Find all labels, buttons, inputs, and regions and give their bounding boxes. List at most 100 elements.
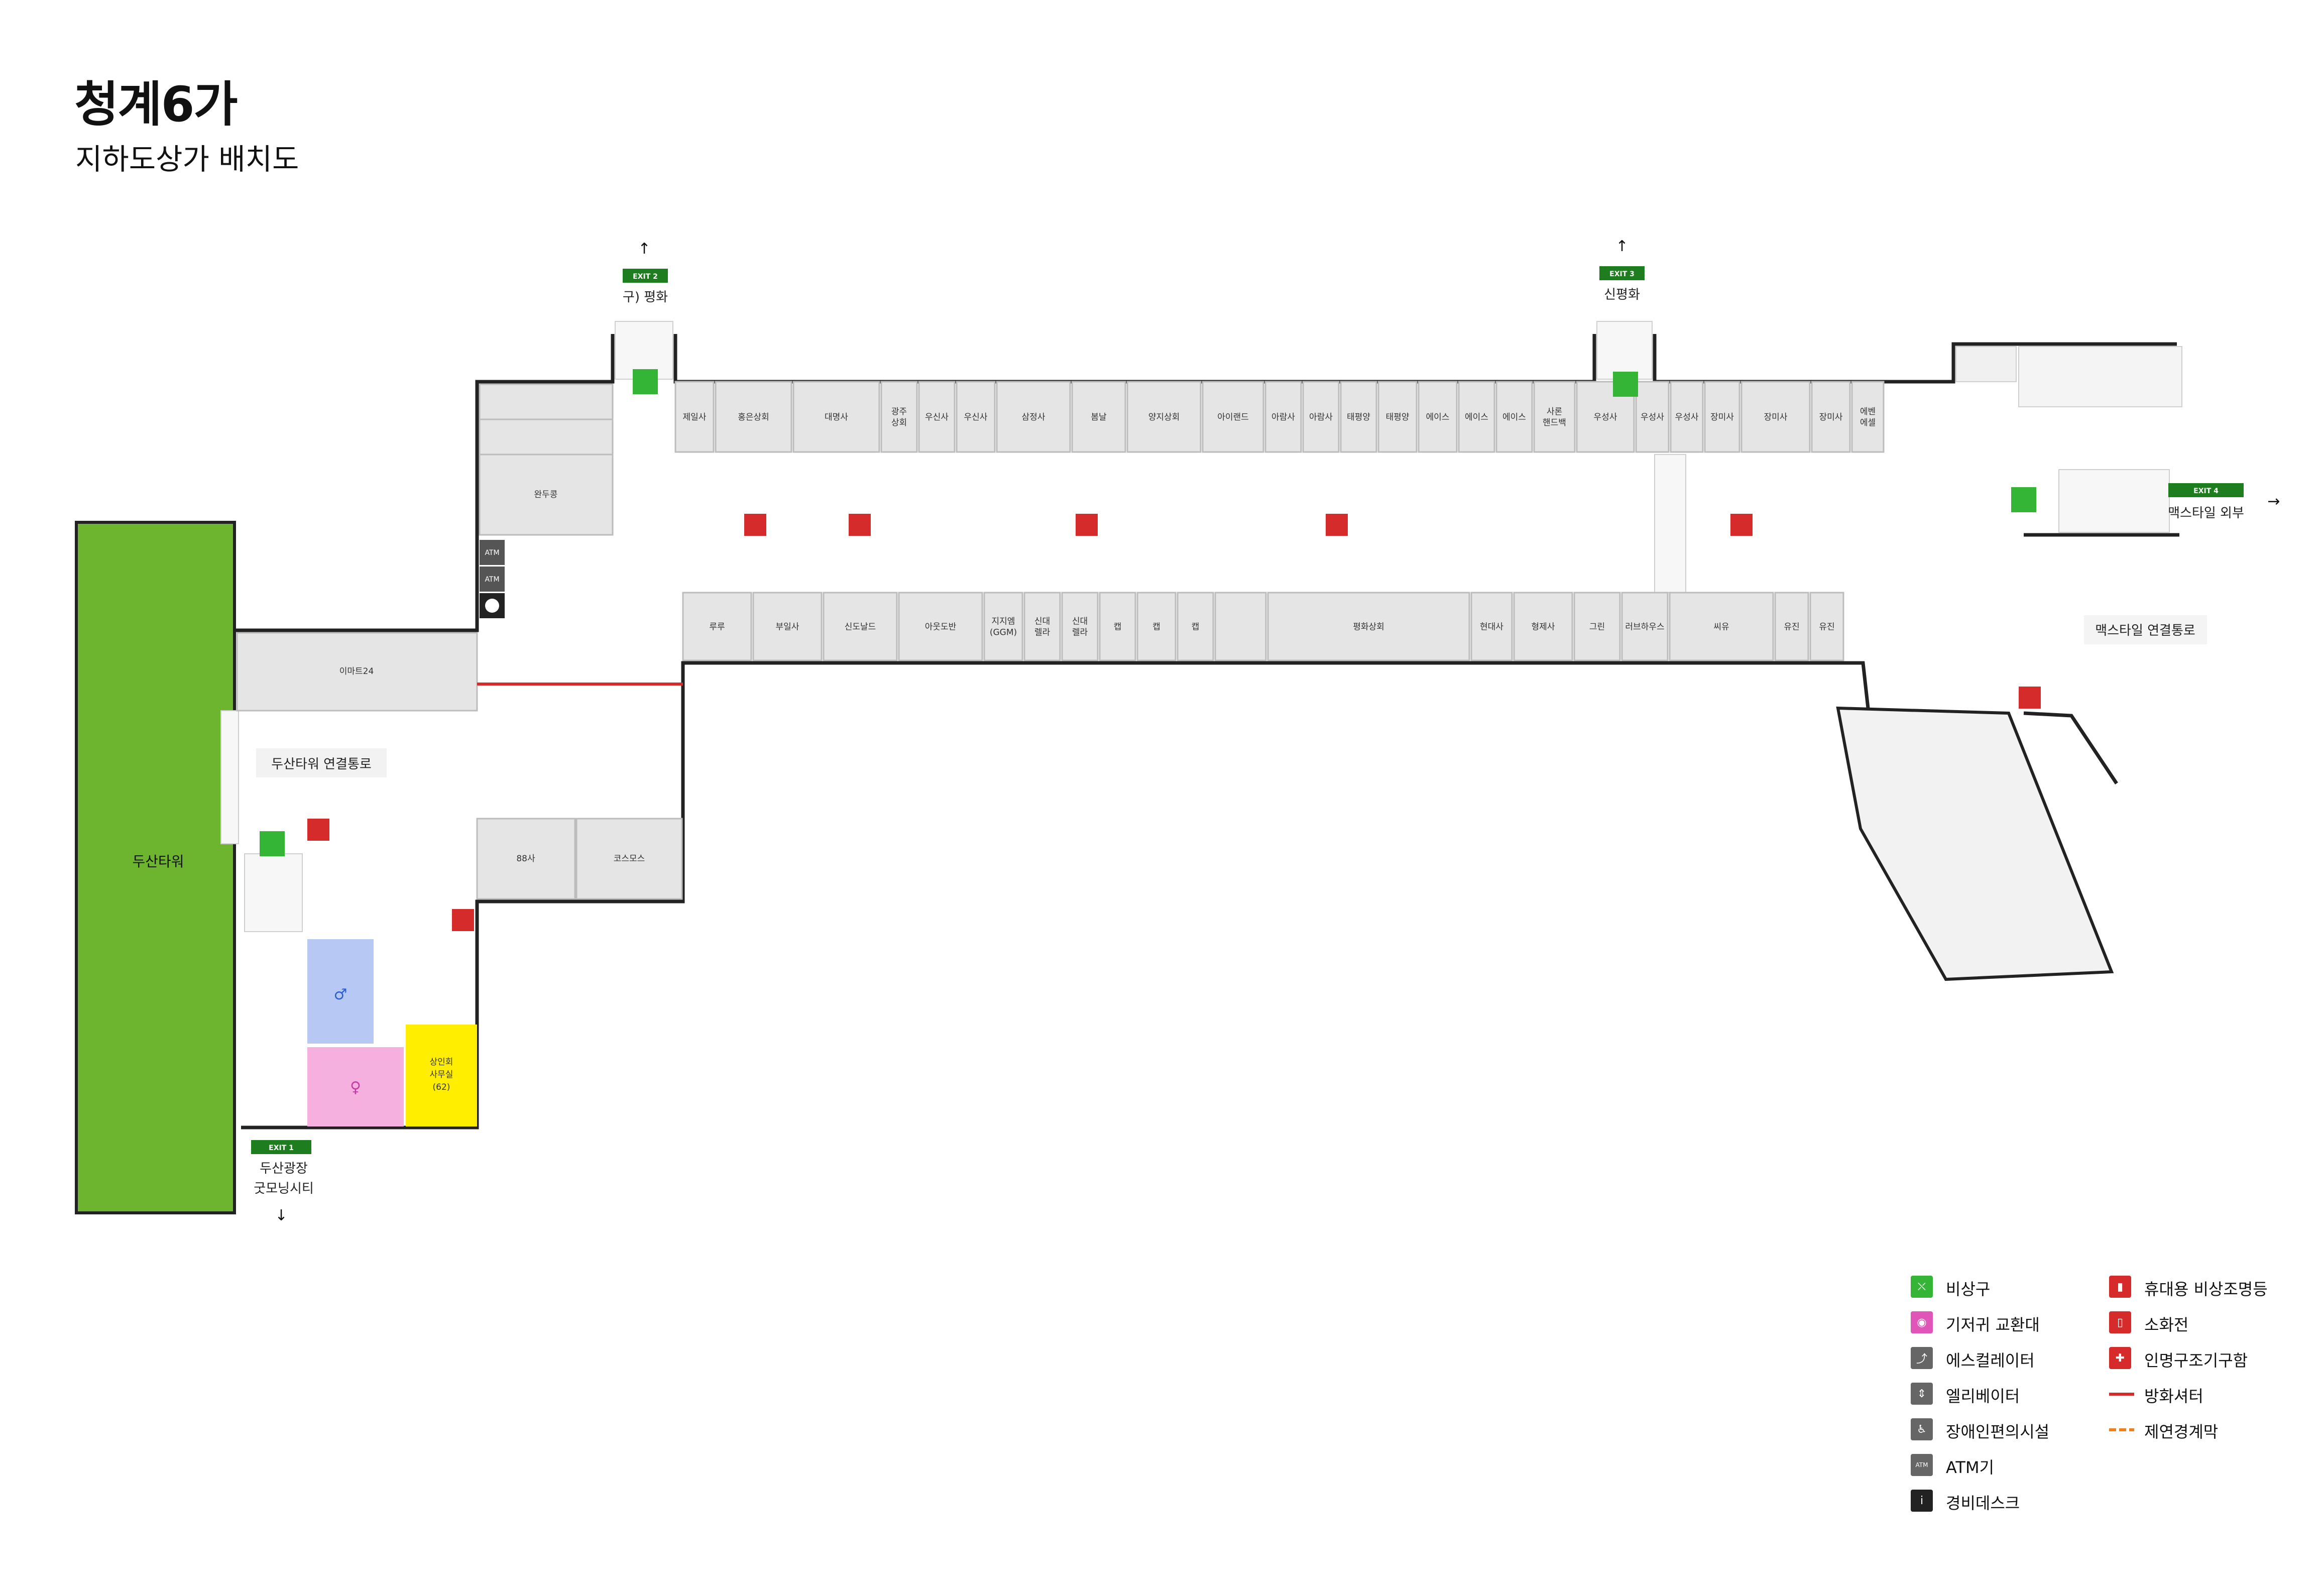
atm-label-1: ATM (485, 549, 499, 557)
emergency-light-icon[interactable] (1730, 514, 1753, 536)
shop-88-label: 88사 (516, 854, 535, 864)
exit1-badge-label: EXIT 1 (269, 1144, 294, 1152)
top-shop-label: 광주 (891, 407, 907, 417)
fire-extinguisher-icon[interactable] (744, 514, 766, 536)
top-shop[interactable] (1740, 381, 1811, 453)
bottom-shop[interactable] (898, 592, 983, 661)
top-shop-label: 사론 (1547, 407, 1562, 417)
emergency-exit-icon[interactable] (2011, 487, 2036, 512)
top-shop[interactable] (674, 381, 715, 453)
restroom-male[interactable] (307, 939, 374, 1044)
shop-emart24[interactable] (236, 632, 478, 712)
bottom-shop[interactable] (1099, 592, 1136, 661)
top-shop[interactable] (1071, 381, 1126, 453)
top-shop[interactable] (715, 381, 792, 453)
shop-blank-1[interactable] (479, 383, 614, 420)
doosan-tower-block[interactable] (75, 521, 236, 1214)
legend-label: 휴대용 비상조명등 (2144, 1280, 2268, 1299)
exit2-label[interactable]: 구) 평화 (623, 290, 668, 305)
fire-extinguisher-icon[interactable] (1076, 514, 1098, 536)
wall-maxstyle-east (2023, 711, 2118, 784)
bottom-shop-label: 지지엠 (992, 617, 1015, 627)
top-shop[interactable] (1635, 381, 1670, 453)
bottom-shop-label: 그린 (1589, 622, 1605, 632)
smoke-barrier-icon (2109, 1428, 2134, 1431)
top-shop[interactable] (1458, 381, 1495, 453)
atm-icon[interactable] (480, 540, 505, 565)
top-shop[interactable] (880, 381, 918, 453)
top-shop[interactable] (792, 381, 880, 453)
bottom-shop[interactable] (823, 592, 898, 661)
shop-blank-2[interactable] (479, 418, 614, 456)
shop-88[interactable] (476, 818, 576, 900)
bottom-shop[interactable] (682, 592, 752, 661)
emergency-exit-icon[interactable] (260, 831, 285, 856)
bottom-shop[interactable] (752, 592, 823, 661)
top-shop[interactable] (1704, 381, 1740, 453)
top-shop[interactable] (1264, 381, 1302, 453)
top-shop-label: 에셀 (1860, 418, 1876, 428)
top-shop[interactable] (1302, 381, 1340, 453)
bottom-shop[interactable] (1177, 592, 1214, 661)
bottom-shop[interactable] (1214, 592, 1267, 661)
emergency-exit-icon[interactable] (633, 369, 658, 394)
stairs-exit1 (244, 853, 303, 932)
fire-extinguisher-icon[interactable] (2019, 687, 2041, 709)
bottom-shop[interactable] (1470, 592, 1513, 661)
emergency-light-icon: ▮ (2109, 1276, 2131, 1298)
legend-label: 인명구조기구함 (2144, 1351, 2248, 1370)
top-shop[interactable] (918, 381, 956, 453)
bottom-shop[interactable] (1136, 592, 1177, 661)
bottom-shop[interactable] (983, 592, 1023, 661)
restroom-female[interactable] (307, 1047, 404, 1126)
emergency-light-icon[interactable] (849, 514, 871, 536)
exit2-badge (623, 269, 668, 283)
shop-cosmos-label: 코스모스 (614, 854, 645, 864)
bottom-shop-label: 신도날드 (845, 622, 876, 632)
bottom-shop[interactable] (1573, 592, 1621, 661)
merchant-office[interactable] (406, 1025, 477, 1126)
atm-icon: ATM (1911, 1454, 1933, 1476)
fire-extinguisher-icon[interactable] (307, 819, 329, 841)
bottom-shop[interactable] (1267, 592, 1470, 661)
bottom-shop[interactable] (1774, 592, 1809, 661)
top-shop-label: 태평양 (1386, 412, 1410, 422)
top-shop[interactable] (1811, 381, 1851, 453)
exit3-label[interactable]: 신평화 (1604, 287, 1640, 302)
top-shop[interactable] (1418, 381, 1458, 453)
bottom-shop[interactable] (1621, 592, 1669, 661)
top-shop-label: 에벤 (1860, 407, 1876, 417)
bottom-shop[interactable] (1513, 592, 1573, 661)
exit4-label[interactable]: 맥스타일 외부 (2168, 506, 2244, 521)
atm-icon[interactable] (480, 567, 505, 592)
top-shop[interactable] (1126, 381, 1202, 453)
top-shop-label: 아람사 (1271, 412, 1295, 422)
top-shop[interactable] (956, 381, 996, 453)
top-shop[interactable] (1202, 381, 1264, 453)
shop-cosmos[interactable] (575, 818, 683, 900)
emergency-light-icon[interactable] (452, 909, 474, 931)
top-shop[interactable] (1533, 381, 1576, 453)
exit2-badge-label: EXIT 2 (633, 273, 658, 281)
top-shop[interactable] (1377, 381, 1418, 453)
emergency-exit-icon[interactable] (1613, 372, 1638, 397)
bottom-shop-label: 캡 (1192, 622, 1200, 632)
bottom-shop[interactable] (1669, 592, 1774, 661)
shop-wandugong[interactable] (479, 454, 614, 536)
emergency-light-icon[interactable] (1326, 514, 1348, 536)
top-shop[interactable] (1670, 381, 1704, 453)
top-shop-label: 대명사 (825, 412, 848, 422)
top-shop[interactable] (1340, 381, 1377, 453)
top-shop[interactable] (1495, 381, 1533, 453)
bottom-shop[interactable] (1061, 592, 1099, 661)
top-shop-label: 에이스 (1502, 412, 1526, 422)
top-shop[interactable] (996, 381, 1071, 453)
bottom-shop[interactable] (1023, 592, 1061, 661)
bottom-shop[interactable] (1809, 592, 1844, 661)
top-shop[interactable] (1851, 381, 1885, 453)
exit1-label-2[interactable]: 굿모닝시티 (254, 1181, 314, 1196)
exit1-label-1[interactable]: 두산광장 (260, 1161, 308, 1176)
legend-label: 에스컬레이터 (1946, 1351, 2035, 1370)
legend-label: 비상구 (1946, 1280, 1991, 1299)
bottom-shop-label: 캡 (1152, 622, 1160, 632)
